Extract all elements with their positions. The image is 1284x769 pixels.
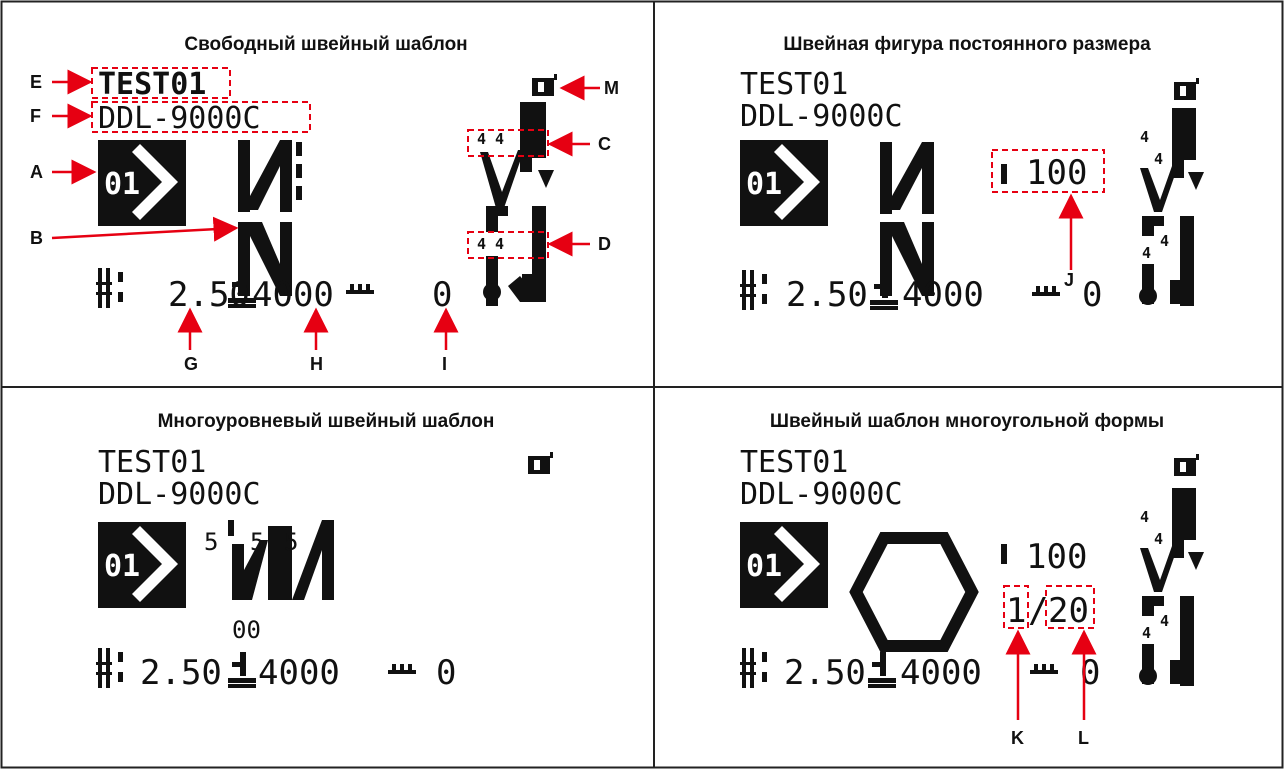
end-backtack-graphic xyxy=(1139,596,1194,686)
panel-1-title: Свободный швейный шаблон xyxy=(184,34,468,55)
callout-C: C xyxy=(598,134,611,154)
panel-multilayer: TEST01 DDL-9000C 01 5 5 5 00 2.50 4000 xyxy=(96,445,553,693)
callout-I: I xyxy=(442,354,447,374)
end-backtack-graphic xyxy=(483,206,546,306)
end-backtack-graphic xyxy=(1139,216,1194,306)
sewing-speed-icon xyxy=(868,652,896,688)
pattern-number-icon: 01 xyxy=(740,522,828,608)
start-backtack-top-2: 4 xyxy=(1154,150,1163,168)
pattern-number-icon: 01 xyxy=(98,522,186,608)
panel-constant-size: TEST01 DDL-9000C 01 100 4 4 xyxy=(740,67,1204,315)
callout-L: L xyxy=(1078,728,1089,748)
stitch-pitch-value: 2.50 xyxy=(140,653,222,693)
pattern-name: TEST01 xyxy=(740,67,848,102)
layer-step-2: 5 xyxy=(250,528,264,556)
start-backtack-graphic xyxy=(1140,108,1204,212)
sewing-speed-value: 4000 xyxy=(900,653,982,693)
machine-model: DDL-9000C xyxy=(98,477,261,512)
end-backtack-bottom-2: 4 xyxy=(1160,232,1169,250)
pattern-number: 01 xyxy=(746,549,782,584)
start-backtack-value: 4 4 xyxy=(477,130,504,148)
callout-D: D xyxy=(598,234,611,254)
stitch-pattern-graphic xyxy=(880,142,934,296)
callout-arrows xyxy=(51,69,600,350)
sewing-speed-icon xyxy=(870,274,898,310)
stitch-pitch-value: 2.50 xyxy=(168,275,250,315)
pattern-name: TEST01 xyxy=(740,445,848,480)
memory-card-icon xyxy=(1174,454,1199,476)
end-backtack-bottom: 4 xyxy=(1142,244,1151,262)
machine-model: DDL-9000C xyxy=(740,477,903,512)
layer-step-3: 5 xyxy=(284,528,298,556)
start-backtack-graphic xyxy=(1140,488,1204,592)
pattern-number: 01 xyxy=(104,549,140,584)
stitch-counter-icon xyxy=(1030,664,1058,674)
panel-polygon: TEST01 DDL-9000C 01 100 1 / 20 4 4 4 4 xyxy=(740,445,1204,748)
stitch-count-value: 100 xyxy=(1026,153,1087,193)
callout-G: G xyxy=(184,354,198,374)
pattern-number: 01 xyxy=(746,167,782,202)
stitch-counter-icon xyxy=(346,284,374,294)
pattern-number: 01 xyxy=(104,167,140,202)
callout-E: E xyxy=(30,72,42,92)
panel-3-title: Многоуровневый швейный шаблон xyxy=(157,411,495,432)
pattern-name: TEST01 xyxy=(98,445,206,480)
callout-F: F xyxy=(30,106,41,126)
panel-4-title: Швейный шаблон многоугольной формы xyxy=(769,411,1165,432)
memory-card-icon xyxy=(528,452,553,474)
stitch-counter-value: 0 xyxy=(1082,275,1102,315)
stitch-counter-icon xyxy=(1032,286,1060,296)
sewing-speed-value: 4000 xyxy=(258,653,340,693)
callout-box-K xyxy=(1003,585,1029,629)
stitch-pitch-icon xyxy=(96,648,123,688)
layer-step-value: 00 xyxy=(232,616,261,644)
needle-count-icon xyxy=(1001,164,1007,184)
callout-A: A xyxy=(30,162,43,182)
end-backtack-bottom: 4 xyxy=(1142,624,1151,642)
multilayer-stitch-graphic xyxy=(228,520,334,600)
start-backtack-top-2: 4 xyxy=(1154,530,1163,548)
sewing-speed-icon xyxy=(228,652,256,688)
layer-step-1: 5 xyxy=(204,528,218,556)
sewing-speed-icon xyxy=(228,272,256,308)
stitch-pitch-value: 2.50 xyxy=(786,275,868,315)
memory-card-icon xyxy=(1174,78,1199,100)
stitch-pitch-value: 2.50 xyxy=(784,653,866,693)
sewing-speed-value: 4000 xyxy=(252,275,334,315)
panel-free-pattern: TEST01 DDL-9000C 01 4 4 xyxy=(30,67,619,374)
pattern-number-icon: 01 xyxy=(98,140,186,226)
polygon-step-total: 20 xyxy=(1048,591,1089,631)
end-backtack-value: 4 4 xyxy=(477,235,504,253)
stitch-counter-icon xyxy=(388,664,416,674)
hexagon-pattern-graphic xyxy=(849,532,979,652)
polygon-step-current: 1 xyxy=(1006,591,1026,631)
machine-model: DDL-9000C xyxy=(740,99,903,134)
end-backtack-bottom-2: 4 xyxy=(1160,612,1169,630)
callout-K: K xyxy=(1011,728,1024,748)
callout-H: H xyxy=(310,354,323,374)
stitch-count-value: 100 xyxy=(1026,537,1087,577)
callout-box-L xyxy=(1045,585,1095,629)
sewing-speed-value: 4000 xyxy=(902,275,984,315)
stitch-pitch-icon xyxy=(96,268,123,308)
callout-J: J xyxy=(1064,270,1074,290)
stitch-pitch-icon xyxy=(740,270,767,310)
callout-B: B xyxy=(30,228,43,248)
start-backtack-top: 4 xyxy=(1140,508,1149,526)
start-backtack-top: 4 xyxy=(1140,128,1149,146)
stitch-counter-value: 0 xyxy=(432,275,452,315)
panel-2-title: Швейная фигура постоянного размера xyxy=(783,34,1151,55)
machine-model: DDL-9000C xyxy=(98,101,261,136)
pattern-name: TEST01 xyxy=(98,67,206,102)
callout-M: M xyxy=(604,78,619,98)
needle-count-icon xyxy=(1001,544,1007,564)
polygon-step-separator: / xyxy=(1028,591,1048,631)
stitch-counter-value: 0 xyxy=(436,653,456,693)
pattern-number-icon: 01 xyxy=(740,140,828,226)
memory-card-icon xyxy=(532,74,557,96)
callout-box-J xyxy=(991,149,1105,193)
stitch-pitch-icon xyxy=(740,648,767,688)
